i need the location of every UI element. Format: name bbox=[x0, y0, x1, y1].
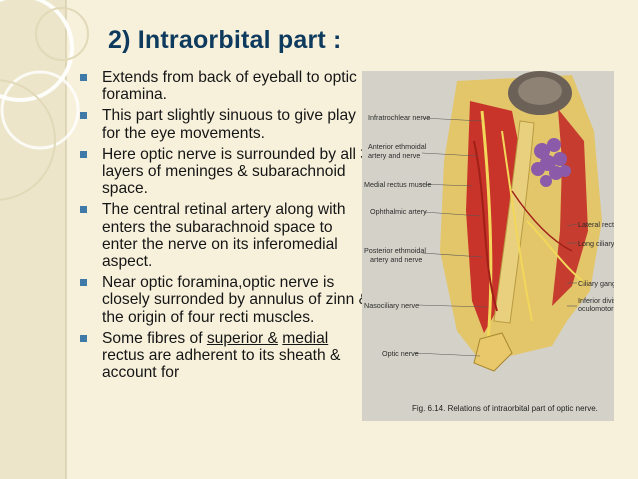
underlined-text: medial bbox=[282, 329, 329, 347]
slide-title: 2) Intraorbital part : bbox=[108, 26, 342, 54]
figure-label: Medial rectus muscle bbox=[364, 180, 432, 189]
bullet-item: This part slightly sinuous to give play … bbox=[80, 107, 370, 142]
bullet-text: Near optic foramina,optic nerve is close… bbox=[102, 274, 369, 326]
bullet-item: The central retinal artery along with en… bbox=[80, 201, 370, 270]
figure-label: Nasociliary nerve bbox=[364, 301, 419, 310]
figure-label: artery and nerve bbox=[368, 151, 420, 160]
bullet-item: Near optic foramina,optic nerve is close… bbox=[80, 274, 370, 326]
figure-label: Ciliary ganglion bbox=[578, 279, 614, 288]
figure-label: artery and nerve bbox=[370, 255, 422, 264]
figure-label: Inferior division o bbox=[578, 296, 614, 305]
figure-label: Infratrochlear nerve bbox=[368, 113, 430, 122]
bullet-item: Extends from back of eyeball to optic fo… bbox=[80, 69, 370, 103]
figure-label: Anterior ethmoidal bbox=[368, 142, 427, 151]
figure-caption: Fig. 6.14. Relations of intraorbital par… bbox=[412, 404, 598, 413]
underlined-text: superior & bbox=[206, 329, 278, 347]
bullet-list: Extends from back of eyeball to optic fo… bbox=[80, 69, 370, 385]
figure-label: oculomotor nerv bbox=[578, 304, 614, 313]
bullet-item: Some fibres of superior & medial rectus … bbox=[80, 330, 370, 382]
bullet-text: The central retinal artery along with en… bbox=[102, 201, 346, 271]
bullet-text: This part slightly sinuous to give play … bbox=[102, 107, 356, 142]
bullet-text: Here optic nerve is surrounded by all 3 … bbox=[102, 145, 369, 198]
bullet-text-post: rectus are adherent to its sheath & acco… bbox=[102, 347, 341, 382]
figure-label: Long ciliary nerv bbox=[578, 239, 614, 248]
orbit-anatomy-figure: Infratrochlear nerve Anterior ethmoidal … bbox=[362, 71, 614, 421]
figure-label: Lateral rectus mu bbox=[578, 220, 614, 229]
bullet-item: Here optic nerve is surrounded by all 3 … bbox=[80, 146, 370, 198]
figure-label: Optic nerve bbox=[382, 349, 419, 358]
figure-label: Ophthalmic artery bbox=[370, 207, 427, 216]
bullet-text-pre: Some fibres of bbox=[102, 329, 207, 347]
bullet-text: Extends from back of eyeball to optic fo… bbox=[102, 69, 357, 104]
figure-label: Posterior ethmoidal bbox=[364, 246, 426, 255]
